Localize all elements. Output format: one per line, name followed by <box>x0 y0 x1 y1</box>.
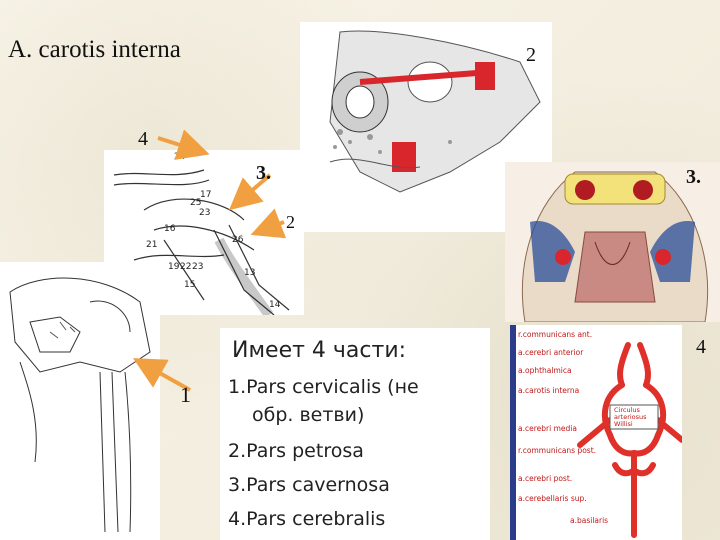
figure-number: 17 <box>200 190 212 200</box>
label-3-right: 3. <box>686 166 701 188</box>
label-1-left: 1 <box>180 382 191 407</box>
willis-label: a.cerebri media <box>518 424 577 433</box>
petrosa-illustration: 2 <box>300 22 552 232</box>
label-2-top: 2 <box>526 44 536 66</box>
figure-number: 21 <box>146 240 158 250</box>
willis-label: a.ophthalmica <box>518 366 572 375</box>
willis-label: r.communicans ant. <box>518 330 593 339</box>
label-3-mid: 3. <box>256 162 271 184</box>
figure-number: 15 <box>184 280 196 290</box>
list-item: 2.Pars petrosa <box>228 440 364 462</box>
figure-number: 14 <box>269 300 281 310</box>
label-4-right: 4 <box>696 336 706 358</box>
willis-label: a.cerebellaris sup. <box>518 494 587 503</box>
figure-number: 13 <box>244 268 256 278</box>
figure-number: 26 <box>232 235 244 245</box>
slide-title: A. carotis interna <box>8 36 181 63</box>
figure-number: 23 <box>192 262 204 272</box>
cavernosa-illustration <box>505 162 720 322</box>
willis-label: Circulus arteriosus Willisi <box>614 406 647 429</box>
figure-number: 19 <box>168 262 180 272</box>
figure-number: 25 <box>190 198 202 208</box>
label-2-mid: 2 <box>286 212 295 232</box>
list-item: 1.Pars cervicalis (не <box>228 376 419 398</box>
willis-label: a.cerebri anterior <box>518 348 584 357</box>
list-item: обр. ветви) <box>252 404 365 426</box>
text-heading: Имеет 4 части: <box>232 338 407 363</box>
figure-number: 24 <box>174 152 186 162</box>
list-item: 4.Pars cerebralis <box>228 508 386 530</box>
willis-label: r.communicans post. <box>518 446 597 455</box>
label-4-left: 4 <box>138 128 148 150</box>
circle-of-willis-illustration: r.communicans ant. a.cerebri anterior a.op… <box>510 325 682 540</box>
figure-number: 22 <box>180 262 192 272</box>
text-box <box>220 328 490 540</box>
skull-cervical-illustration <box>0 262 160 540</box>
figure-number: 23 <box>199 208 211 218</box>
figure-number: 16 <box>164 224 176 234</box>
willis-label: a.cerebri post. <box>518 474 573 483</box>
list-item: 3.Pars cavernosa <box>228 474 390 496</box>
willis-label: a.carotis interna <box>518 386 580 395</box>
willis-label: a.basilaris <box>570 516 609 525</box>
